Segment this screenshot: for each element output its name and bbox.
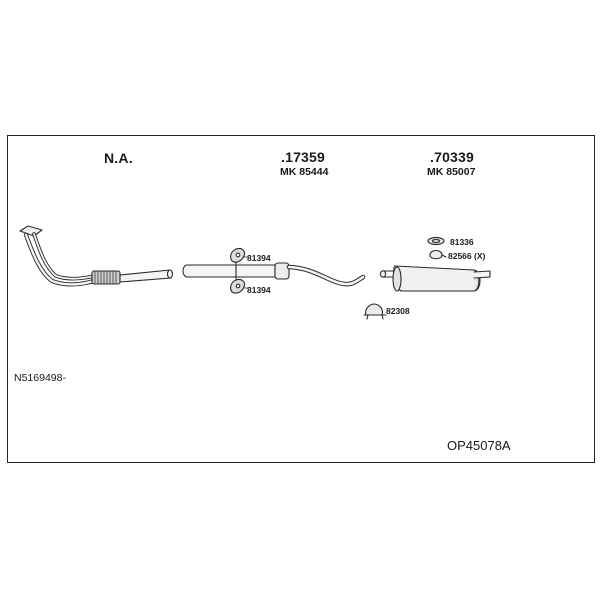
hanger-bottom-shape bbox=[230, 278, 246, 294]
kit-code: OP45078A bbox=[447, 438, 511, 453]
middle-silencer-number: .17359 bbox=[281, 149, 326, 165]
rear-silencer bbox=[379, 265, 491, 292]
hanger-top-shape bbox=[230, 247, 246, 263]
rear-silencer-mk: MK 85007 bbox=[427, 166, 476, 178]
clamp-82566-shape bbox=[429, 249, 447, 260]
hanger-top-label: 81394 bbox=[247, 253, 271, 263]
middle-silencer-mk: MK 85444 bbox=[280, 166, 329, 178]
clamp-82566-label: 82566 (X) bbox=[448, 251, 486, 261]
bracket-82308-label: 82308 bbox=[386, 306, 410, 316]
reference-number: N5169498- bbox=[14, 372, 66, 384]
front-pipe bbox=[19, 225, 174, 287]
bracket-82308-shape bbox=[363, 303, 387, 320]
ring-81336-shape bbox=[427, 236, 445, 246]
front-pipe-number: N.A. bbox=[104, 150, 133, 166]
hanger-bottom-label: 81394 bbox=[247, 285, 271, 295]
ring-81336-label: 81336 bbox=[450, 237, 474, 247]
rear-silencer-number: .70339 bbox=[430, 149, 475, 165]
diagram-frame bbox=[7, 135, 595, 463]
middle-pipe bbox=[182, 256, 366, 288]
